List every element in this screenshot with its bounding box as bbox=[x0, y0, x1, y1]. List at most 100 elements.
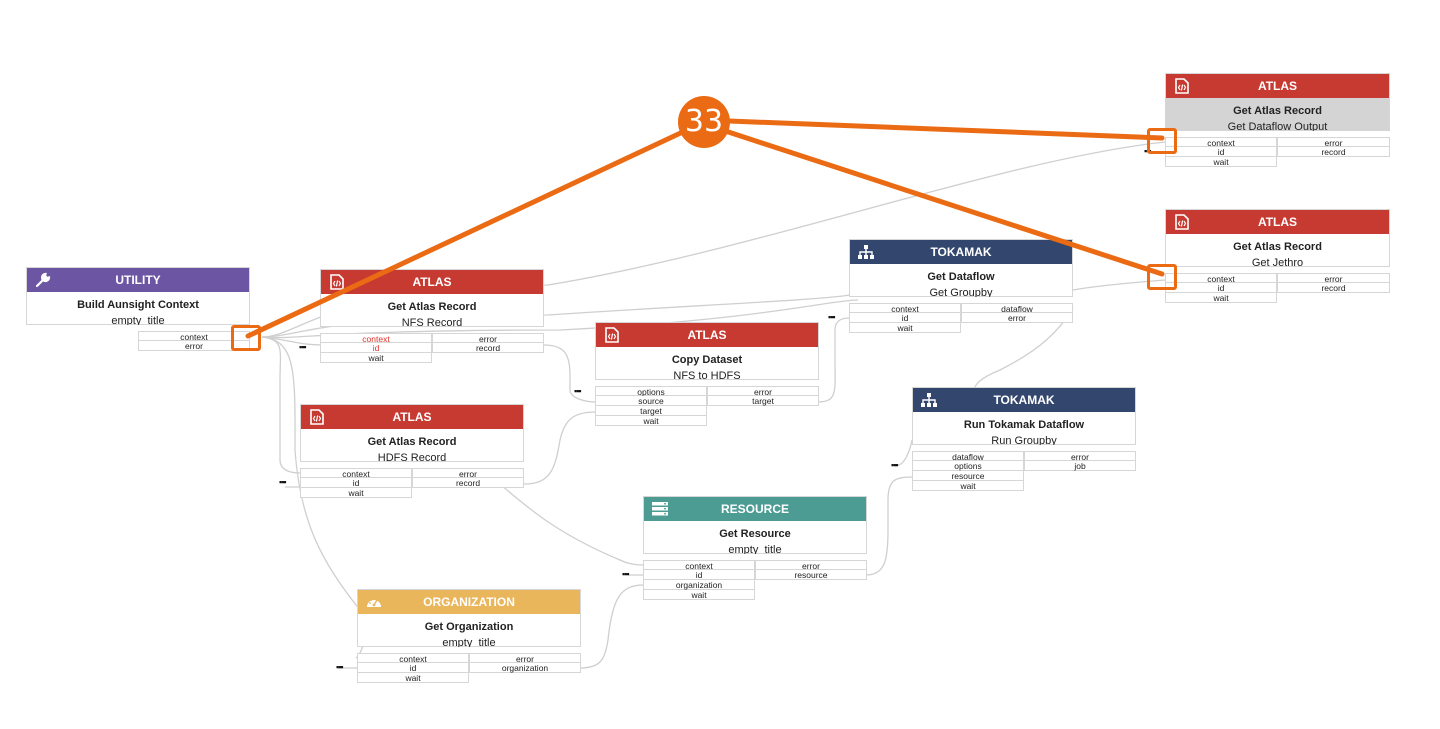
node-subtitle: HDFS Record bbox=[377, 452, 447, 462]
more-options-icon[interactable]: ▪▪▪ bbox=[891, 460, 899, 470]
port-label: record bbox=[475, 343, 501, 353]
node-subtitle: NFS to HDFS bbox=[673, 370, 741, 380]
input-port-context[interactable]: context bbox=[1165, 137, 1277, 148]
port-label: error bbox=[516, 654, 534, 664]
port-label: target bbox=[752, 396, 774, 406]
port-label: context bbox=[1207, 274, 1235, 284]
port-label: wait bbox=[1213, 157, 1229, 167]
output-port-error[interactable]: error bbox=[1024, 451, 1136, 462]
output-port-error[interactable]: error bbox=[1277, 137, 1390, 148]
output-port-error[interactable]: error bbox=[432, 333, 544, 344]
output-port-error[interactable]: error bbox=[1277, 273, 1390, 284]
node-category-header: ATLAS bbox=[1166, 74, 1389, 98]
input-port-context[interactable]: context bbox=[849, 303, 961, 314]
input-port-organization[interactable]: organization bbox=[643, 580, 755, 590]
output-port-error[interactable]: error bbox=[412, 468, 524, 479]
input-port-wait[interactable]: wait bbox=[320, 353, 432, 363]
output-port-error[interactable]: error bbox=[755, 560, 867, 571]
input-port-dataflow[interactable]: dataflow bbox=[912, 451, 1024, 462]
port-label: resource bbox=[794, 570, 828, 580]
output-port-record[interactable]: record bbox=[412, 478, 524, 488]
node-title: Run Tokamak Dataflow bbox=[963, 419, 1085, 431]
input-port-wait[interactable]: wait bbox=[595, 416, 707, 426]
output-port-error[interactable]: error bbox=[961, 313, 1073, 323]
more-options-icon[interactable]: ▪▪▪ bbox=[299, 342, 307, 352]
node-title: Get Atlas Record bbox=[1233, 105, 1322, 117]
input-port-wait[interactable]: wait bbox=[357, 673, 469, 683]
output-port-error[interactable]: error bbox=[138, 341, 250, 351]
wire bbox=[261, 336, 301, 474]
input-port-context[interactable]: context bbox=[357, 653, 469, 664]
input-port-wait[interactable]: wait bbox=[300, 488, 412, 498]
input-port-id[interactable]: id ▪▪▪ bbox=[622, 569, 755, 580]
output-port-record[interactable]: record bbox=[1277, 283, 1390, 293]
node-category-label: ATLAS bbox=[1257, 215, 1298, 229]
input-port-context[interactable]: context bbox=[320, 333, 432, 344]
node-subtitle: Run Groupby bbox=[991, 435, 1057, 445]
output-port-dataflow[interactable]: dataflow bbox=[961, 303, 1073, 314]
output-port-organization[interactable]: organization bbox=[469, 663, 581, 673]
node-category-label: TOKAMAK bbox=[993, 393, 1055, 407]
input-port-wait[interactable]: wait bbox=[1165, 157, 1277, 167]
wire bbox=[499, 483, 644, 566]
input-port-wait[interactable]: wait bbox=[912, 481, 1024, 491]
more-options-icon[interactable]: ▪▪▪ bbox=[622, 569, 630, 579]
node-category-label: TOKAMAK bbox=[930, 245, 992, 259]
input-port-wait[interactable]: wait bbox=[849, 323, 961, 333]
more-options-icon[interactable]: ▪▪▪ bbox=[279, 477, 287, 487]
input-port-source[interactable]: source bbox=[595, 396, 707, 406]
more-options-icon[interactable]: ▪▪▪ bbox=[828, 312, 836, 322]
input-port-id[interactable]: id bbox=[1165, 283, 1277, 293]
input-port-id[interactable]: id▪▪▪ bbox=[279, 477, 412, 488]
port-label: id bbox=[695, 570, 703, 580]
input-port-context[interactable]: context bbox=[643, 560, 755, 571]
port-label: error bbox=[185, 341, 203, 351]
input-port-id[interactable]: id▪▪▪ bbox=[336, 662, 469, 673]
code-file-icon bbox=[1174, 214, 1190, 230]
output-port-record[interactable]: record bbox=[1277, 147, 1390, 157]
input-port-wait[interactable]: wait bbox=[1165, 293, 1277, 303]
input-port-options[interactable]: options ▪▪▪ bbox=[891, 460, 1024, 471]
output-port-resource[interactable]: resource bbox=[755, 570, 867, 580]
port-label: options bbox=[954, 461, 982, 471]
output-port-job[interactable]: job bbox=[1024, 461, 1136, 471]
input-port-context[interactable]: context bbox=[1165, 273, 1277, 284]
input-port-resource[interactable]: resource bbox=[912, 471, 1024, 481]
port-label: error bbox=[459, 469, 477, 479]
node-title: Get Resource bbox=[719, 528, 791, 540]
output-port-record[interactable]: record bbox=[432, 343, 544, 353]
input-port-wait[interactable]: wait bbox=[643, 590, 755, 600]
port-label: wait bbox=[368, 353, 384, 363]
input-port-id[interactable]: id▪▪▪ bbox=[1144, 146, 1277, 157]
input-port-target[interactable]: target bbox=[595, 406, 707, 416]
output-port-error[interactable]: error bbox=[707, 386, 819, 397]
more-options-icon[interactable]: ▪▪▪ bbox=[336, 662, 344, 672]
output-port-target[interactable]: target bbox=[707, 396, 819, 406]
input-port-id[interactable]: id▪▪▪ bbox=[299, 342, 432, 353]
output-port-error[interactable]: error bbox=[469, 653, 581, 664]
port-label: record bbox=[1321, 147, 1346, 157]
input-port-context[interactable]: context bbox=[300, 468, 412, 479]
input-port-options[interactable]: options▪▪▪ bbox=[574, 386, 707, 397]
more-options-icon[interactable]: ▪▪▪ bbox=[574, 386, 582, 396]
input-port-id[interactable]: id▪▪▪ bbox=[828, 312, 961, 323]
